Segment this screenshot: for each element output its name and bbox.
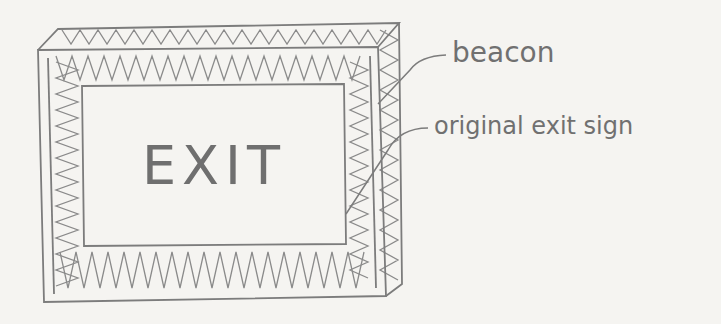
callout-label: original exit sign bbox=[434, 112, 633, 140]
hatch-stroke bbox=[56, 62, 78, 286]
hatch-stroke bbox=[350, 62, 368, 278]
hatch-stroke bbox=[56, 56, 360, 80]
leader-line bbox=[346, 128, 428, 214]
hatch-stroke bbox=[380, 30, 398, 280]
callout-label: beacon bbox=[452, 36, 554, 69]
leader-lines bbox=[346, 55, 446, 214]
frame-front bbox=[38, 47, 386, 302]
frame-side-face bbox=[386, 23, 402, 296]
hatch-stroke bbox=[62, 30, 386, 44]
exit-sign-panel: EXIT bbox=[86, 88, 342, 242]
leader-line bbox=[378, 55, 446, 104]
frame-inner-edge bbox=[48, 58, 54, 294]
hatch-stroke bbox=[60, 252, 364, 288]
hatching bbox=[56, 30, 398, 288]
frame-top-face bbox=[38, 23, 399, 50]
frame-outline bbox=[38, 23, 402, 302]
sign-text: EXIT bbox=[142, 134, 286, 197]
frame-inner-edge bbox=[82, 84, 346, 246]
